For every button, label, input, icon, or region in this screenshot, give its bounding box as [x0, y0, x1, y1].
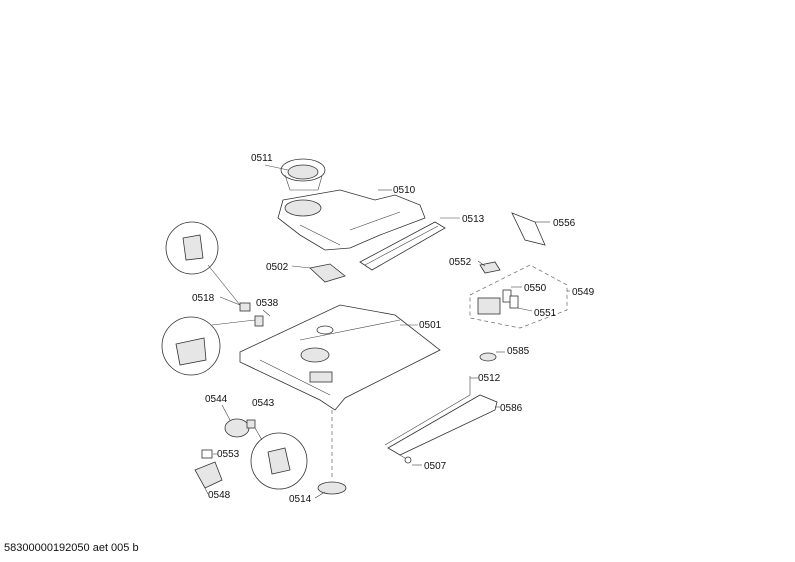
label-0543: 0543: [252, 398, 275, 409]
part-0513-bracket: [359, 217, 460, 271]
part-0586-rail: [387, 394, 500, 456]
label-0511: 0511: [251, 153, 273, 164]
part-0507-screw: [399, 454, 422, 466]
label-0586: 0586: [500, 403, 523, 414]
label-0507: 0507: [424, 461, 447, 472]
label-0548: 0548: [208, 490, 231, 501]
label-0549: 0549: [572, 287, 595, 298]
label-0514: 0514: [289, 494, 312, 505]
label-0501: 0501: [419, 320, 442, 331]
label-0551: 0551: [534, 308, 557, 319]
label-0502: 0502: [266, 262, 289, 273]
part-0501-base-plate: [239, 304, 441, 411]
label-0544: 0544: [205, 394, 228, 405]
part-0502-clip: [291, 263, 346, 283]
part-0548-holder: [194, 461, 223, 495]
part-0556-panel: [511, 212, 550, 246]
part-0510-cover-plate: [277, 189, 426, 251]
part-0553-clip: [201, 449, 217, 459]
part-0512-rod: [384, 376, 478, 446]
part-0585-grommet: [479, 351, 505, 362]
label-0513: 0513: [462, 214, 485, 225]
label-0553: 0553: [217, 449, 240, 460]
label-0512: 0512: [478, 373, 501, 384]
label-0518: 0518: [192, 293, 215, 304]
part-0514-foot: [314, 410, 347, 499]
part-0518-detail: [165, 221, 251, 312]
diagram-reference-number: 58300000192050 aet 005 b: [4, 542, 139, 554]
label-0538: 0538: [256, 298, 279, 309]
label-0552: 0552: [449, 257, 472, 268]
label-0510: 0510: [393, 185, 416, 196]
label-0585: 0585: [507, 346, 530, 357]
part-0543-detail: [246, 419, 308, 490]
part-0538-detail: [161, 309, 271, 376]
part-0511-fan: [264, 158, 326, 191]
label-0556: 0556: [553, 218, 576, 229]
label-0550: 0550: [524, 283, 547, 294]
part-0544-motor: [221, 404, 250, 438]
part-0549-group: [469, 260, 570, 329]
